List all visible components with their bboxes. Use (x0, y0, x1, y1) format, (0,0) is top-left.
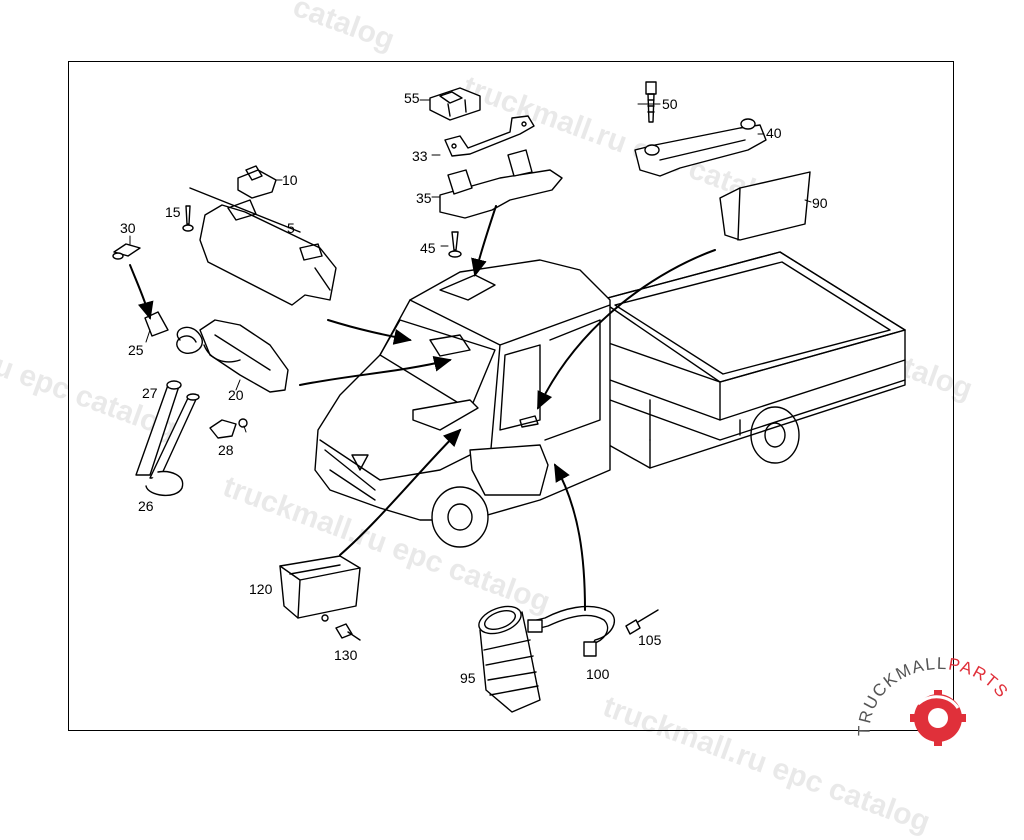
part-100-strap (527, 605, 615, 657)
part-20-mirror (176, 319, 289, 393)
part-45-screw (448, 231, 462, 258)
cargo-bed (599, 251, 906, 469)
callout-25: 25 (128, 342, 144, 358)
callout-55: 55 (404, 90, 420, 106)
callout-95: 95 (460, 670, 476, 686)
callout-10: 10 (282, 172, 298, 188)
part-35-lamp-housing (439, 149, 563, 219)
truck-cab (314, 259, 611, 548)
part-105-screw (625, 609, 659, 635)
callout-50: 50 (662, 96, 678, 112)
part-33-bracket (444, 115, 535, 157)
callout-130: 130 (334, 647, 358, 663)
gear-icon (910, 690, 966, 746)
callout-leaders (129, 99, 812, 433)
callout-30: 30 (120, 220, 136, 236)
callout-90: 90 (812, 195, 828, 211)
callout-40: 40 (766, 125, 782, 141)
part-50-screw (645, 81, 657, 123)
part-90-cover (719, 171, 811, 241)
part-120-tray (279, 555, 361, 622)
callout-33: 33 (412, 148, 428, 164)
part-28-clip (209, 418, 248, 439)
diagram-frame (68, 61, 954, 731)
callout-27: 27 (142, 385, 158, 401)
truckmall-parts-logo: TRUCKMALLPARTS (850, 640, 1024, 750)
callout-35: 35 (416, 190, 432, 206)
callout-45: 45 (420, 240, 436, 256)
callout-15: 15 (165, 204, 181, 220)
part-130-bolt (335, 623, 361, 641)
callout-28: 28 (218, 442, 234, 458)
part-40-grab-handle (634, 118, 767, 177)
callout-105: 105 (638, 632, 662, 648)
part-10-clip (237, 165, 277, 199)
callout-100: 100 (586, 666, 610, 682)
callout-20: 20 (228, 387, 244, 403)
callout-26: 26 (138, 498, 154, 514)
part-15-screw (182, 187, 301, 233)
part-30-bulb (112, 243, 141, 260)
logo-accent-text: PARTS (947, 654, 1012, 702)
callout-5: 5 (287, 220, 295, 236)
callout-120: 120 (249, 581, 273, 597)
part-55-clip (429, 87, 481, 121)
exploded-view-drawing (112, 81, 906, 713)
leader-arrows (129, 205, 716, 611)
part-95-pipe (478, 605, 541, 713)
part-27-tubes (135, 380, 200, 496)
part-5-sun-visor (199, 199, 337, 306)
